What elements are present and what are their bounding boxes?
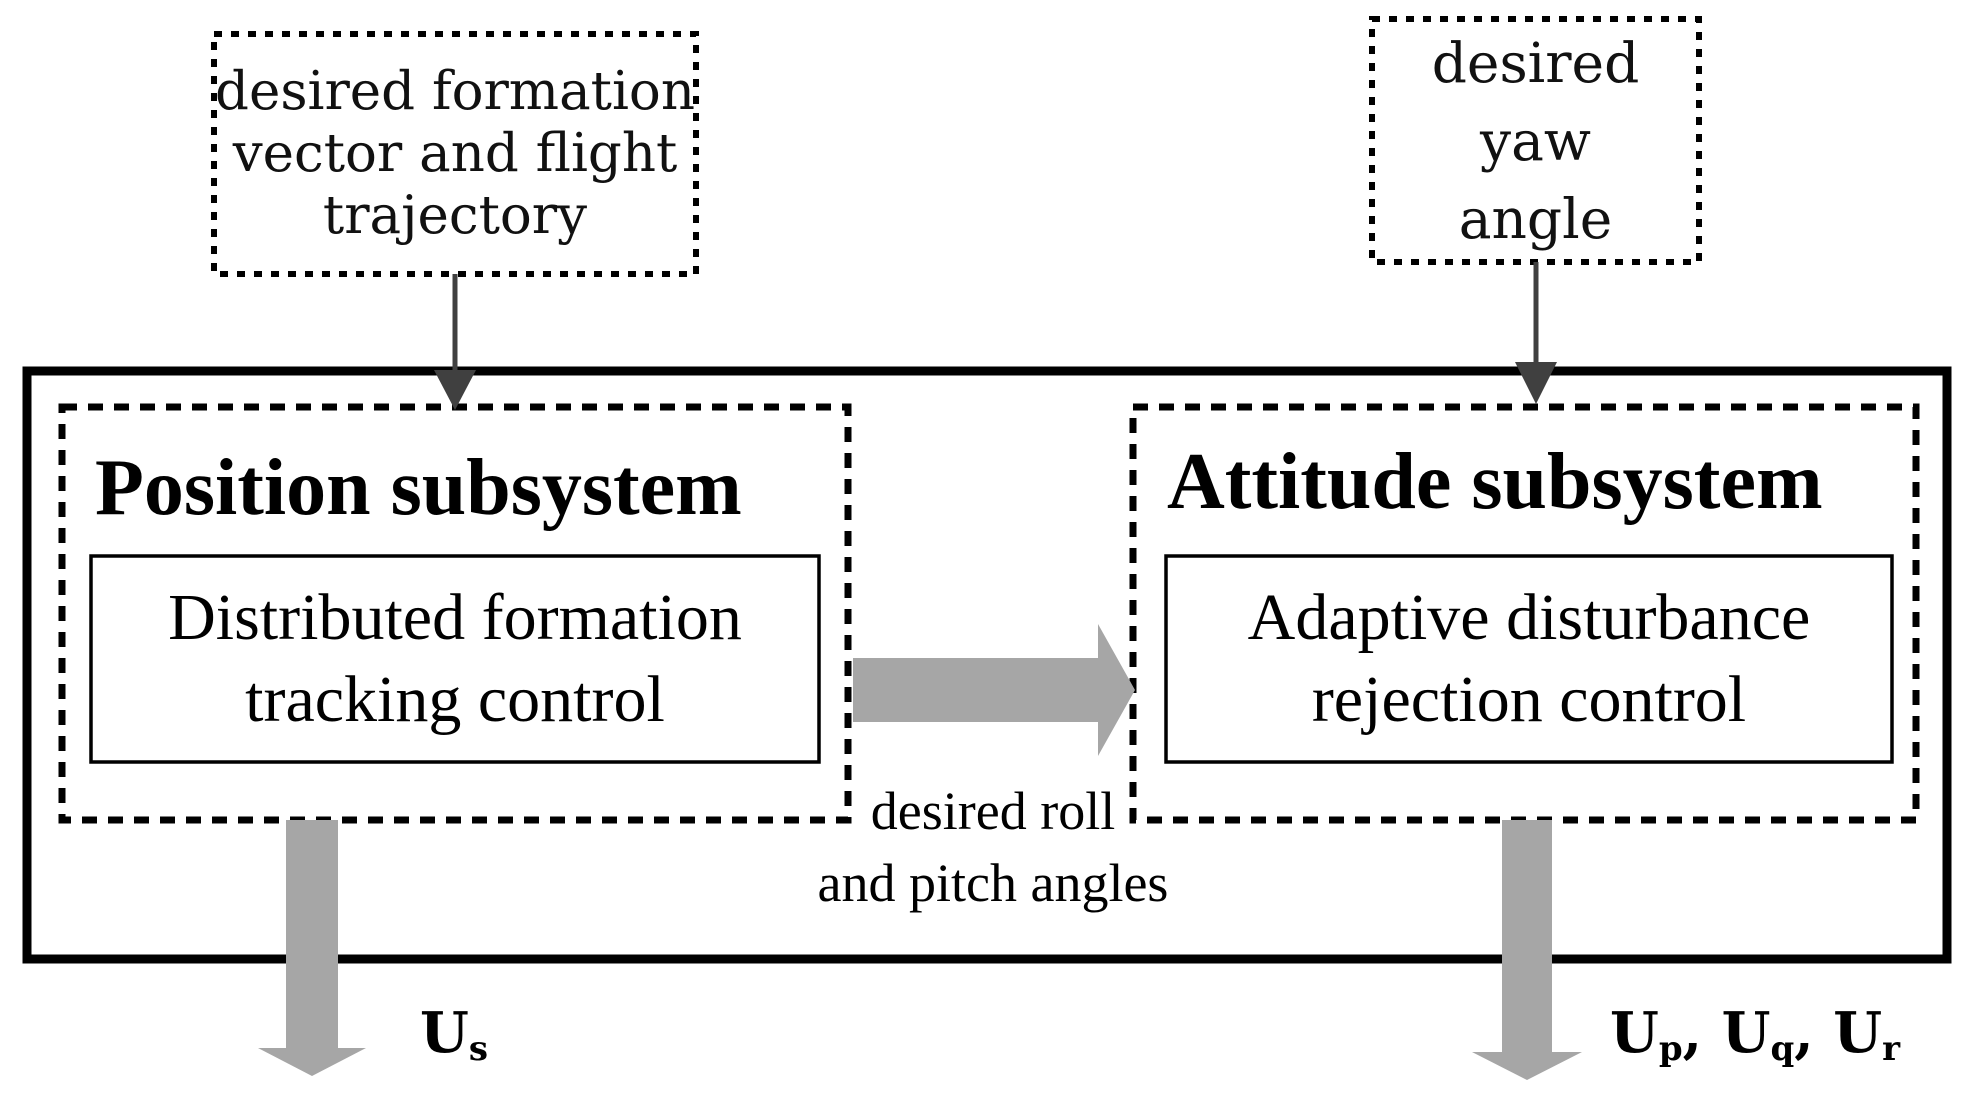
yaw-output-symbol: U — [1833, 1000, 1883, 1066]
formation-controller-label: Distributed formation tracking control — [168, 581, 742, 736]
formation-controller-box — [89, 554, 821, 764]
roll-output-symbol: U — [1610, 1000, 1659, 1066]
attitude-subsystem-title: Attitude subsystem — [1167, 438, 1823, 526]
position-subsystem-title: Position subsystem — [95, 444, 742, 532]
position-output-arrow — [258, 820, 366, 1076]
formation-connector-arrowhead — [434, 370, 476, 410]
disturbance-controller-box — [1164, 554, 1894, 764]
yaw-connector-arrowhead — [1515, 362, 1557, 404]
disturbance-controller-label: Adaptive disturbance rejection control — [1247, 581, 1811, 736]
output-separator-2: , — [1794, 1000, 1834, 1066]
formation-input-box — [211, 31, 699, 277]
position-output-subscript: s — [468, 1029, 488, 1069]
pitch-output-subscript: q — [1770, 1029, 1795, 1069]
formation-input-label: desired formation vector and flight traj… — [215, 61, 695, 246]
output-separator-1: , — [1682, 1000, 1722, 1066]
system-frame — [22, 366, 1952, 964]
coupling-signal-label: desired roll and pitch angles — [817, 781, 1169, 913]
attitude-output-arrow — [1472, 820, 1582, 1080]
attitude-output-label: Up, Uq, Ur — [1610, 1000, 1900, 1069]
yaw-input-label: desired yaw angle — [1431, 30, 1640, 251]
pitch-output-symbol: U — [1721, 1000, 1771, 1066]
position-output-label: Us — [420, 1000, 488, 1069]
coupling-arrow — [853, 624, 1135, 756]
position-output-symbol: U — [420, 1000, 469, 1066]
yaw-output-subscript: r — [1882, 1029, 1901, 1069]
roll-output-subscript: p — [1658, 1029, 1683, 1069]
